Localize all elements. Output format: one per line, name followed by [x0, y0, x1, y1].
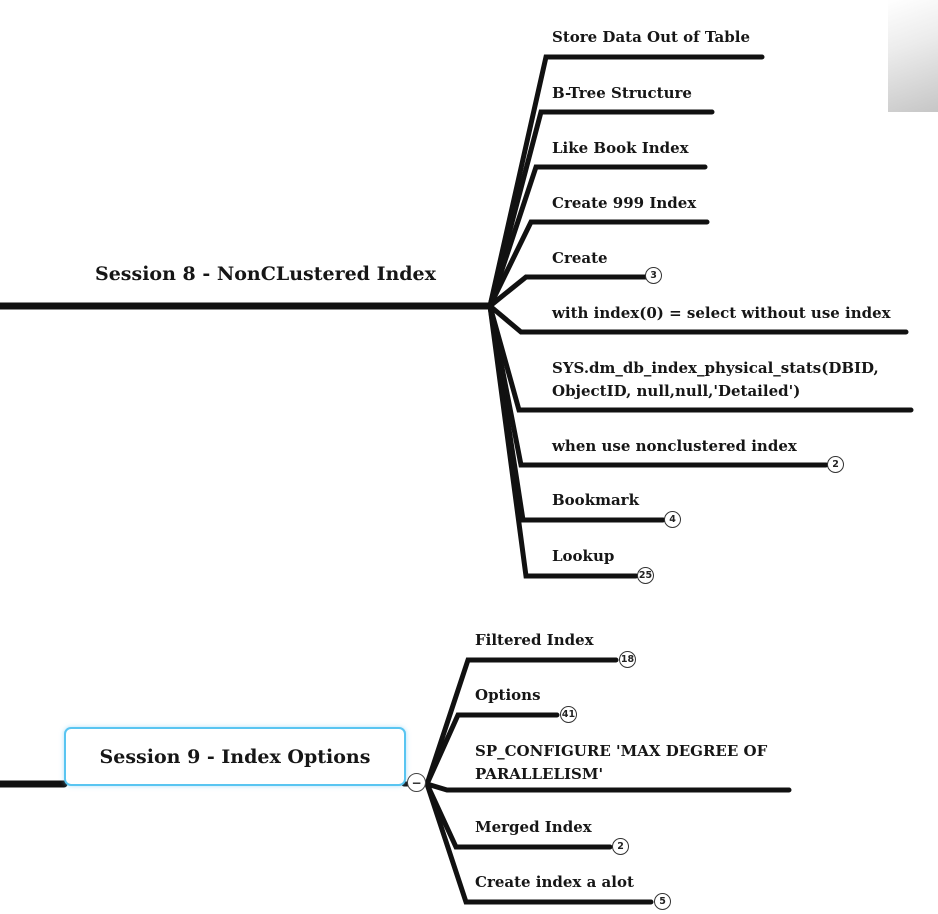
branch-line-create [487, 274, 649, 309]
badge-options-count[interactable]: 41 [560, 706, 577, 723]
collapse-toggle[interactable]: − [407, 773, 426, 792]
branch-like-book-label[interactable]: Like Book Index [552, 139, 689, 157]
branch-line-btree [487, 109, 715, 309]
branch-bookmark-label[interactable]: Bookmark [552, 491, 639, 509]
badge-when-use-count[interactable]: 2 [827, 456, 844, 473]
branch-create-999-label[interactable]: Create 999 Index [552, 194, 697, 212]
branch-lookup-label[interactable]: Lookup [552, 547, 615, 565]
node-session9-box[interactable]: Session 9 - Index Options [64, 727, 406, 786]
branch-line-with-index0 [487, 303, 909, 335]
badge-create-count[interactable]: 3 [645, 267, 662, 284]
badge-create-alot-count[interactable]: 5 [654, 893, 671, 910]
branch-with-index0-label[interactable]: with index(0) = select without use index [552, 304, 891, 322]
node-session8-label[interactable]: Session 8 - NonCLustered Index [95, 263, 436, 285]
branch-line-lookup [487, 303, 639, 579]
branch-line-sys-dm [487, 303, 914, 413]
node-session9-label: Session 9 - Index Options [99, 745, 371, 768]
branch-line-merged-index [424, 781, 613, 850]
branch-sp-configure-label[interactable]: SP_CONFIGURE 'MAX DEGREE OF PARALLELISM' [475, 742, 768, 783]
branch-create-label[interactable]: Create [552, 249, 608, 267]
branch-line-filtered-index [424, 657, 619, 787]
branch-merged-index-label[interactable]: Merged Index [475, 818, 592, 836]
branch-line-create-999 [487, 219, 710, 309]
branch-options-label[interactable]: Options [475, 686, 541, 704]
branch-create-alot-label[interactable]: Create index a alot [475, 873, 634, 891]
branch-line-sp-configure [424, 781, 792, 793]
corner-shading-artifact [888, 0, 938, 112]
branch-when-use-label[interactable]: when use nonclustered index [552, 437, 797, 455]
badge-filtered-index-count[interactable]: 18 [619, 651, 636, 668]
badge-merged-index-count[interactable]: 2 [612, 838, 629, 855]
badge-lookup-count[interactable]: 25 [637, 567, 654, 584]
branch-btree-label[interactable]: B-Tree Structure [552, 84, 692, 102]
branch-sys-dm-label[interactable]: SYS.dm_db_index_physical_stats(DBID, Obj… [552, 359, 879, 400]
branch-filtered-index-label[interactable]: Filtered Index [475, 631, 594, 649]
badge-bookmark-count[interactable]: 4 [664, 511, 681, 528]
branch-line-like-book [487, 164, 708, 309]
branch-store-data-label[interactable]: Store Data Out of Table [552, 28, 751, 46]
branch-line-store-data [487, 54, 765, 309]
branch-line-create-alot [424, 781, 654, 905]
branch-line-options [424, 712, 560, 787]
